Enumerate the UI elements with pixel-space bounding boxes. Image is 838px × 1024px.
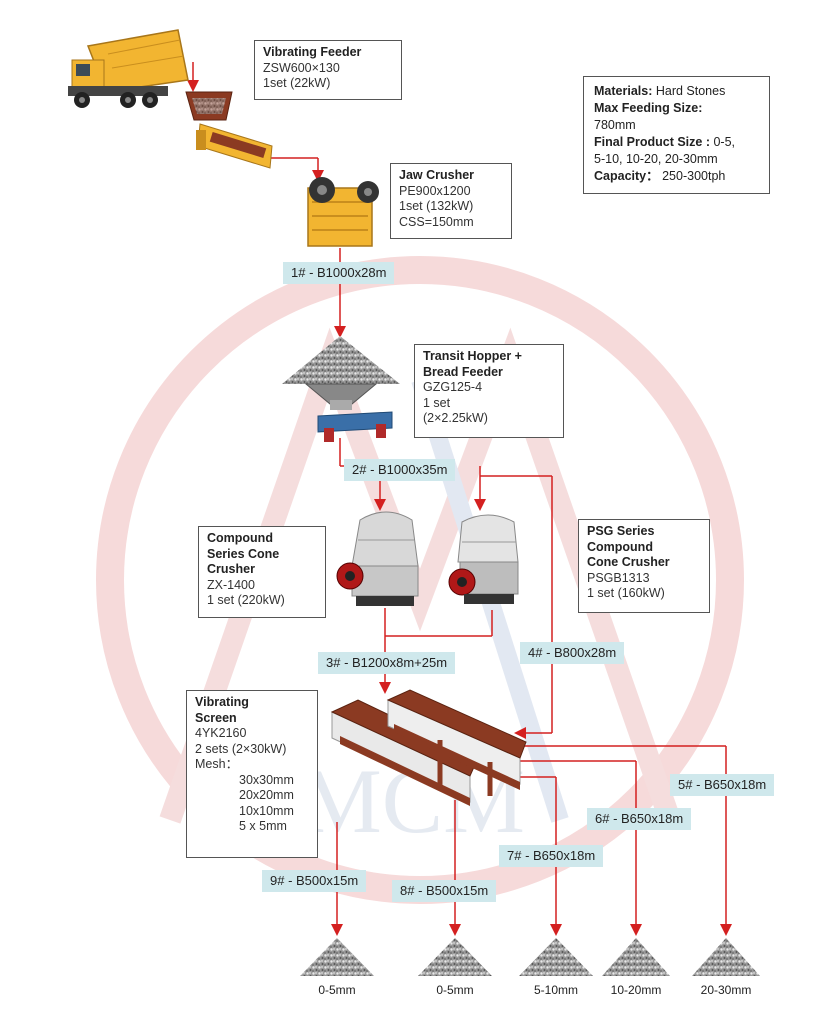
screen-mesh-item: 20x20mm (239, 788, 294, 802)
hopper-power: (2×2.25kW) (423, 411, 488, 425)
feed-size-value: 780mm (594, 118, 636, 132)
materials-value: Hard Stones (655, 84, 726, 98)
psg-title-3: Cone Crusher (587, 555, 670, 569)
vibrating-feeder-image (185, 91, 273, 169)
screen-mesh-label: Mesh： (195, 757, 239, 771)
compound-title-3: Crusher (207, 562, 255, 576)
screen-title-1: Vibrating (195, 695, 249, 709)
output-pile (602, 938, 670, 976)
compound-cone-crusher-box: Compound Series Cone Crusher ZX-1400 1 s… (198, 526, 326, 618)
hopper-title-1: Transit Hopper + (423, 349, 522, 363)
compound-title-2: Series Cone (207, 546, 280, 561)
jaw-spec: 1set (132kW) (399, 199, 474, 213)
screen-mesh-item: 30x30mm (239, 772, 294, 787)
capacity-label: Capacity： (594, 169, 659, 183)
output-pile (692, 938, 760, 976)
belt-label-9: 9# - B500x15m (262, 870, 367, 892)
belt-label-1: 1# - B1000x28m (283, 262, 395, 284)
capacity-value: 250-300tph (662, 169, 726, 183)
feeder-title: Vibrating Feeder (263, 45, 362, 59)
jaw-crusher-box: Jaw Crusher PE900x1200 1set (132kW) CSS=… (390, 163, 512, 239)
vibrating-feeder-box: Vibrating Feeder ZSW600×130 1set (22kW) (254, 40, 402, 100)
feeder-model: ZSW600×130 (263, 60, 340, 75)
screen-mesh-item: 10x10mm (239, 803, 294, 818)
materials-label: Materials: (594, 84, 653, 98)
output-pile (418, 938, 492, 976)
hopper-spec: 1 set (423, 395, 451, 410)
compound-title-1: Compound (207, 531, 273, 545)
vibrating-screen-box: Vibrating Screen 4YK2160 2 sets (2×30kW)… (186, 690, 318, 858)
output-pile (519, 938, 593, 976)
compound-model: ZX-1400 (207, 577, 255, 592)
screen-model: 4YK2160 (195, 726, 247, 740)
feed-size-label: Max Feeding Size: (594, 101, 703, 115)
hopper-title-2: Bread Feeder (423, 364, 503, 379)
psg-title-2: Compound (587, 539, 653, 554)
psg-cone-crusher-image (448, 514, 519, 604)
belt-label-8: 8# - B500x15m (392, 880, 497, 902)
screen-mesh-item: 5 x 5mm (239, 819, 287, 833)
jaw-css: CSS=150mm (399, 214, 474, 229)
belt-label-4: 4# - B800x28m (520, 642, 625, 664)
product-size-label: Final Product Size : (594, 135, 710, 149)
product-size-value: 0-5, (713, 135, 736, 149)
jaw-crusher-image (307, 177, 379, 247)
jaw-model: PE900x1200 (399, 183, 471, 198)
compound-cone-crusher-image (336, 511, 419, 606)
product-size-value-cont: 5-10, 10-20, 20-30mm (594, 152, 718, 166)
output-piles (300, 938, 760, 976)
belt-label-6: 6# - B650x18m (587, 808, 692, 830)
belt-label-7: 7# - B650x18m (499, 845, 604, 867)
dump-truck-image (68, 29, 189, 108)
vibrating-screen-image (330, 689, 527, 806)
screen-spec: 2 sets (2×30kW) (195, 741, 287, 756)
feeder-spec: 1set (22kW) (263, 76, 331, 90)
output-pile (300, 938, 374, 976)
hopper-model: GZG125-4 (423, 380, 483, 394)
psg-spec: 1 set (160kW) (587, 586, 665, 600)
output-label: 20-30mm (700, 983, 752, 997)
transit-hopper-image (282, 336, 400, 442)
project-info-box: Materials: Hard Stones Max Feeding Size:… (583, 76, 770, 194)
belt-label-5: 5# - B650x18m (670, 774, 775, 796)
output-label: 5-10mm (533, 983, 578, 997)
belt-label-3: 3# - B1200x8m+25m (318, 652, 456, 674)
psg-model: PSGB1313 (587, 570, 650, 585)
screen-title-2: Screen (195, 710, 237, 725)
output-label: 0-5mm (318, 983, 356, 997)
psg-title-1: PSG Series (587, 524, 655, 538)
output-label: 0-5mm (436, 983, 474, 997)
compound-spec: 1 set (220kW) (207, 593, 285, 607)
belt-label-2: 2# - B1000x35m (344, 459, 456, 481)
output-label: 10-20mm (610, 983, 662, 997)
psg-cone-crusher-box: PSG Series Compound Cone Crusher PSGB131… (578, 519, 710, 613)
transit-hopper-box: Transit Hopper + Bread Feeder GZG125-4 1… (414, 344, 564, 438)
jaw-title: Jaw Crusher (399, 168, 475, 182)
